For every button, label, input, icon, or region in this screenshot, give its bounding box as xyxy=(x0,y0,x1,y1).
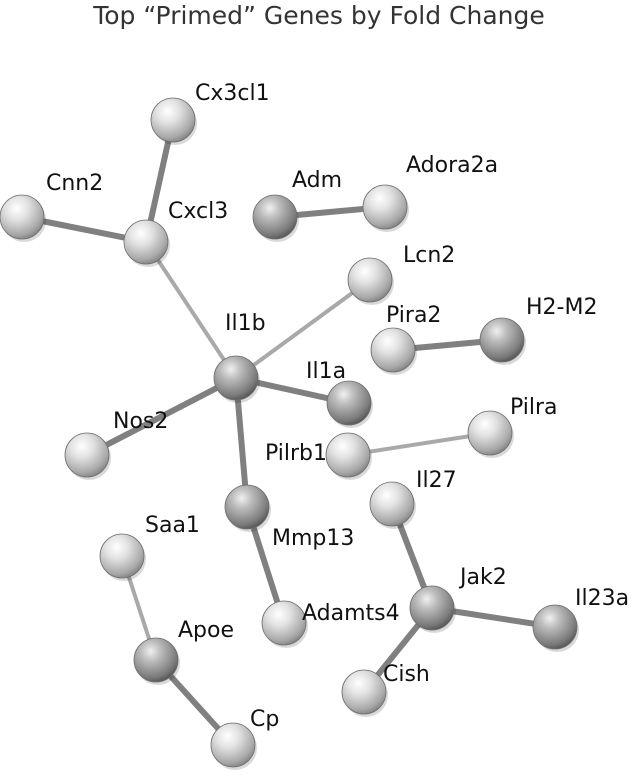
node-sphere xyxy=(326,380,372,426)
node-saa1 xyxy=(99,533,146,581)
node-label-mmp13: Mmp13 xyxy=(272,526,354,551)
node-sphere xyxy=(99,533,145,579)
node-label-il23a: Il23a xyxy=(575,586,629,611)
node-sphere xyxy=(133,637,179,683)
edge-cxcl3-il1b xyxy=(144,240,238,380)
node-label-adm: Adm xyxy=(292,168,342,193)
node-il23a xyxy=(532,604,579,652)
node-label-il27: Il27 xyxy=(416,468,457,493)
node-sphere xyxy=(369,481,415,527)
edge-il1b-nos2 xyxy=(84,375,239,458)
node-label-pilra: Pilra xyxy=(510,395,558,420)
node-label-apoe: Apoe xyxy=(178,618,234,643)
node-sphere xyxy=(150,97,196,143)
nodes-layer xyxy=(0,97,579,770)
node-sphere xyxy=(64,432,110,478)
node-sphere xyxy=(370,327,416,373)
node-pira2 xyxy=(370,327,417,375)
node-cp xyxy=(210,722,257,770)
node-label-cxcl3: Cxcl3 xyxy=(168,199,228,224)
node-sphere xyxy=(532,604,578,650)
node-nos2 xyxy=(64,432,111,480)
node-label-lcn2: Lcn2 xyxy=(403,243,455,268)
node-label-h2-m2: H2-M2 xyxy=(526,295,597,320)
node-label-cnn2: Cnn2 xyxy=(46,171,103,196)
node-sphere xyxy=(362,184,408,230)
node-apoe xyxy=(133,637,180,685)
node-il1b xyxy=(213,355,260,403)
node-label-cp: Cp xyxy=(250,707,279,732)
node-adm xyxy=(252,194,299,242)
node-label-adora2a: Adora2a xyxy=(406,153,498,178)
node-sphere xyxy=(479,317,525,363)
node-cish xyxy=(341,669,388,717)
node-pilrb1 xyxy=(325,432,372,480)
node-label-adamts4: Adamts4 xyxy=(302,601,400,626)
node-sphere xyxy=(347,257,393,303)
node-h2-m2 xyxy=(479,317,526,365)
node-adora2a xyxy=(362,184,409,232)
node-label-saa1: Saa1 xyxy=(145,513,200,538)
node-label-pira2: Pira2 xyxy=(386,303,441,328)
node-label-nos2: Nos2 xyxy=(113,409,168,434)
node-sphere xyxy=(213,355,259,401)
node-il27 xyxy=(369,481,416,529)
node-sphere xyxy=(252,194,298,240)
node-jak2 xyxy=(409,585,456,633)
node-cnn2 xyxy=(0,194,46,242)
node-label-il1a: Il1a xyxy=(306,359,346,384)
node-label-pilrb1: Pilrb1 xyxy=(265,441,327,466)
node-label-cish: Cish xyxy=(383,662,430,687)
node-sphere xyxy=(325,432,371,478)
node-label-il1b: Il1b xyxy=(225,311,266,336)
node-sphere xyxy=(123,219,169,265)
node-lcn2 xyxy=(347,257,394,305)
node-adamts4 xyxy=(261,600,308,648)
node-il1a xyxy=(326,380,373,428)
node-sphere xyxy=(261,600,307,646)
node-sphere xyxy=(0,194,45,240)
node-sphere xyxy=(341,669,387,715)
node-cxcl3 xyxy=(123,219,170,267)
edge-pilrb1-pilra xyxy=(346,431,492,457)
node-sphere xyxy=(224,484,270,530)
node-pilra xyxy=(467,410,514,458)
node-sphere xyxy=(467,410,513,456)
node-sphere xyxy=(210,722,256,768)
edge-il1b-lcn2 xyxy=(234,278,372,380)
node-cx3cl1 xyxy=(150,97,197,145)
node-sphere xyxy=(409,585,455,631)
node-mmp13 xyxy=(224,484,271,532)
node-label-jak2: Jak2 xyxy=(458,565,507,590)
node-label-cx3cl1: Cx3cl1 xyxy=(195,81,270,106)
diagram-title: Top “Primed” Genes by Fold Change xyxy=(92,1,545,30)
